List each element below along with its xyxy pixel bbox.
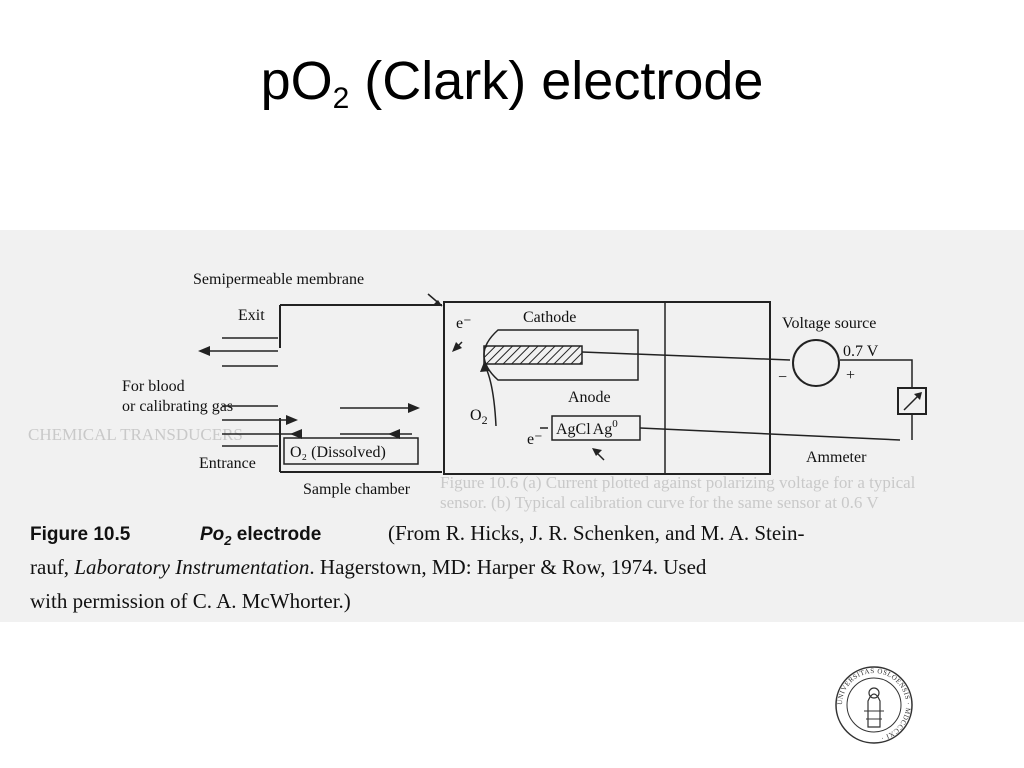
- voltage-source-label: Voltage source: [782, 315, 876, 332]
- o2-diffusion-arrowhead: [480, 362, 490, 372]
- sample-chamber-label: Sample chamber: [303, 481, 411, 498]
- o2-dissolved-box: [283, 437, 419, 465]
- o2-flow-arrowhead-top: [408, 403, 420, 413]
- bleed-line-2: Figure 10.6 (a) Current plotted against …: [440, 473, 916, 492]
- ammeter-label: Ammeter: [806, 449, 867, 466]
- cathode-label: Cathode: [523, 309, 576, 326]
- exit-label: Exit: [238, 307, 265, 324]
- slide-title: pO2 (Clark) electrode: [260, 51, 764, 115]
- voltage-to-ammeter-wire: [840, 359, 913, 388]
- cathode-wire: [581, 351, 791, 361]
- electron-bottom-label: e⁻: [527, 431, 543, 448]
- ammeter-needle-head: [914, 392, 922, 400]
- caption-line-3: with permission of C. A. McWhorter.): [30, 589, 351, 613]
- caption-line-2: rauf, Laboratory Instrumentation. Hagers…: [30, 555, 707, 579]
- electron-top-arrowhead: [452, 342, 462, 352]
- o2-label: O2: [470, 407, 488, 427]
- anode-label: Anode: [568, 389, 611, 406]
- voltage-minus-label: −: [778, 369, 787, 386]
- voltage-source-symbol: [792, 339, 840, 387]
- o2-dissolved-label: O₂ (Dissolved): [290, 444, 386, 461]
- exit-flow-arrowhead: [198, 346, 210, 356]
- membrane-label: Semipermeable membrane: [193, 271, 364, 288]
- entrance-return-arrowhead: [290, 429, 302, 439]
- entrance-label: Entrance: [199, 455, 256, 472]
- electrode-housing: [443, 301, 771, 475]
- ammeter-symbol: [897, 387, 927, 415]
- voltage-plus-label: +: [846, 367, 855, 384]
- electron-top-label: e⁻: [456, 315, 472, 332]
- blood-label-1: For blood: [122, 378, 185, 395]
- entrance-flow-arrowhead: [286, 415, 298, 425]
- figure-label: Figure 10.5: [30, 524, 131, 545]
- figure-name: Po2 electrode: [200, 524, 321, 548]
- voltage-value-label: 0.7 V: [843, 343, 879, 360]
- university-seal-logo: UNIVERSITAS OSLOENSIS · MDCCCXI ·: [834, 665, 914, 745]
- scanned-figure: CHEMICAL TRANSDUCERS Figure 10.6 (a) Cur…: [0, 230, 1024, 622]
- bleed-line-3: sensor. (b) Typical calibration curve fo…: [440, 493, 879, 512]
- bleed-through-text: CHEMICAL TRANSDUCERS Figure 10.6 (a) Cur…: [28, 425, 916, 512]
- cathode-element: [483, 345, 583, 365]
- caption-line-1: (From R. Hicks, J. R. Schenken, and M. A…: [388, 521, 804, 545]
- anode-wire: [639, 427, 901, 441]
- anode-pointer-head: [592, 448, 602, 456]
- blood-label-2: or calibrating gas: [122, 398, 233, 415]
- bleed-line-1: CHEMICAL TRANSDUCERS: [28, 425, 243, 444]
- clark-electrode-diagram: CHEMICAL TRANSDUCERS Figure 10.6 (a) Cur…: [28, 271, 927, 613]
- o2-flow-arrowhead-bottom: [388, 429, 400, 439]
